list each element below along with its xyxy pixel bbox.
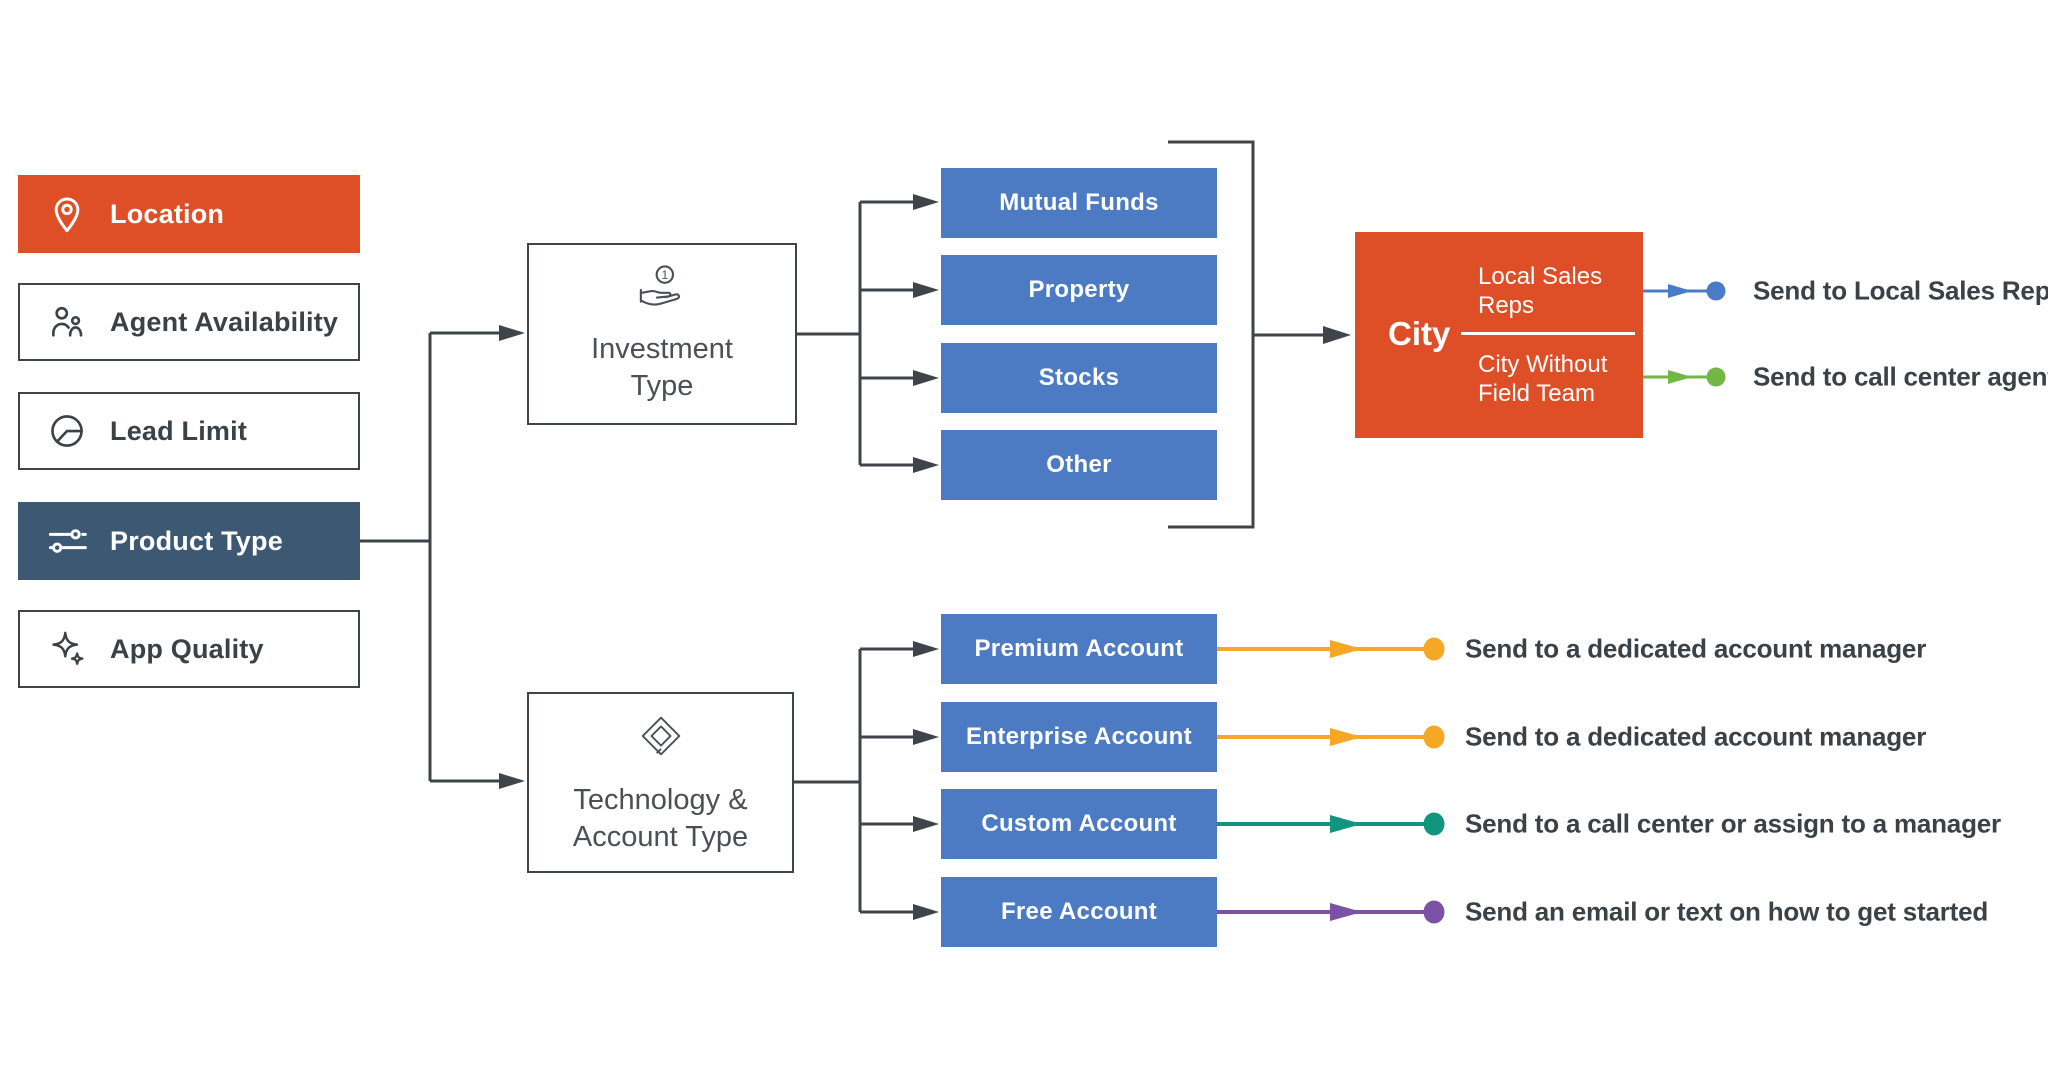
arrowhead <box>913 729 939 745</box>
node-investment-type[interactable]: 1 Investment Type <box>527 243 797 425</box>
arrowhead <box>1668 284 1692 298</box>
outcome-label: Send an email or text on how to get star… <box>1465 896 1989 927</box>
location-pin-icon <box>44 191 90 237</box>
city-segment-without-field-team: City Without Field Team <box>1478 351 1608 407</box>
outcome-label: Send to a dedicated account manager <box>1465 721 1927 752</box>
endpoint-dot <box>1706 281 1726 301</box>
sidebar-item-lead-limit[interactable]: Lead Limit <box>18 392 360 470</box>
option-label: Other <box>1046 451 1112 478</box>
sparkles-icon <box>44 626 90 672</box>
arrowhead <box>913 370 939 386</box>
sidebar-item-label: App Quality <box>110 633 264 664</box>
outcome-label: Send to a call center or assign to a man… <box>1465 808 2001 839</box>
option-property[interactable]: Property <box>941 255 1217 325</box>
endpoint-dot <box>1423 900 1445 924</box>
arrowhead <box>913 457 939 473</box>
city-title: City <box>1388 315 1451 352</box>
sidebar-item-label: Product Type <box>110 525 283 556</box>
arrowhead <box>913 282 939 298</box>
option-label: Property <box>1028 276 1130 303</box>
option-label: Premium Account <box>974 635 1184 662</box>
outcome-label: Send to call center agents <box>1753 361 2048 392</box>
sidebar-item-label: Agent Availability <box>110 306 339 337</box>
sidebar-item-app-quality[interactable]: App Quality <box>18 610 360 688</box>
option-enterprise-account[interactable]: Enterprise Account <box>941 702 1217 772</box>
sliders-icon <box>44 518 90 564</box>
outcome-label: Send to a dedicated account manager <box>1465 633 1927 664</box>
option-other[interactable]: Other <box>941 430 1217 500</box>
sidebar-item-label: Lead Limit <box>110 415 248 446</box>
pie-chart-icon <box>44 408 90 454</box>
arrowhead <box>913 641 939 657</box>
arrowhead <box>1330 640 1362 658</box>
svg-text:1: 1 <box>661 267 668 281</box>
option-label: Enterprise Account <box>966 723 1192 750</box>
node-title: Technology & Account Type <box>572 784 749 853</box>
endpoint-dot <box>1423 812 1445 836</box>
arrowhead <box>913 194 939 210</box>
option-premium-account[interactable]: Premium Account <box>941 614 1217 684</box>
city-segment-local-sales-reps: Local Sales Reps <box>1478 263 1603 319</box>
sidebar-item-label: Location <box>110 198 225 229</box>
endpoint-dot <box>1423 725 1445 749</box>
divider <box>1461 332 1635 335</box>
arrowhead <box>913 816 939 832</box>
option-mutual-funds[interactable]: Mutual Funds <box>941 168 1217 238</box>
outcome-label: Send to Local Sales Reps <box>1753 275 2048 306</box>
option-custom-account[interactable]: Custom Account <box>941 789 1217 859</box>
option-free-account[interactable]: Free Account <box>941 877 1217 947</box>
arrowhead <box>499 773 525 789</box>
option-label: Stocks <box>1038 364 1120 391</box>
diamond-logo-icon <box>634 709 688 768</box>
arrowhead <box>1330 728 1362 746</box>
arrowhead <box>1323 326 1351 344</box>
agents-icon <box>44 299 90 345</box>
option-label: Mutual Funds <box>999 189 1159 216</box>
option-label: Custom Account <box>981 810 1177 837</box>
sidebar-item-product-type[interactable]: Product Type <box>18 502 360 580</box>
endpoint-dot <box>1706 367 1726 387</box>
arrowhead <box>499 325 525 341</box>
arrowhead <box>913 904 939 920</box>
arrowhead <box>1330 903 1362 921</box>
node-title: Investment Type <box>591 332 733 402</box>
arrowhead <box>1330 815 1362 833</box>
node-city[interactable]: City Local Sales Reps City Without Field… <box>1355 232 1643 438</box>
sidebar-item-agent-availability[interactable]: Agent Availability <box>18 283 360 361</box>
endpoint-dot <box>1423 637 1445 661</box>
option-stocks[interactable]: Stocks <box>941 343 1217 413</box>
sidebar-item-location[interactable]: Location <box>18 175 360 253</box>
option-label: Free Account <box>1000 898 1158 925</box>
node-technology-account-type[interactable]: Technology & Account Type <box>527 692 794 873</box>
arrowhead <box>1668 370 1692 384</box>
coin-in-hand-icon: 1 <box>631 264 693 317</box>
